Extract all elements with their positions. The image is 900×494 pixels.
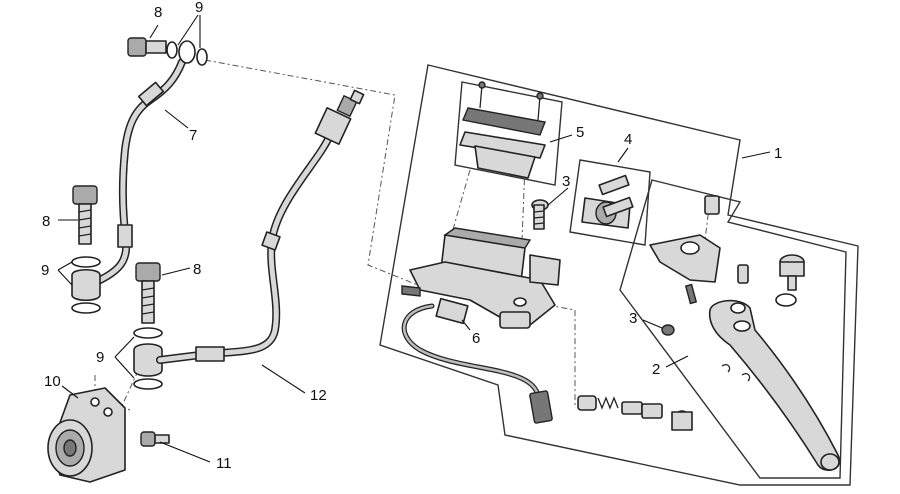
handlebar-clamp xyxy=(581,174,634,229)
hose-upper xyxy=(96,40,208,284)
callout-9-top: 9 xyxy=(195,0,203,16)
adjuster-knob xyxy=(775,254,805,307)
callout-9-lower: 9 xyxy=(96,349,104,366)
callout-3-lower: 3 xyxy=(629,310,637,327)
assembly-line-slave-2 xyxy=(119,344,151,411)
cap-subframe xyxy=(454,81,563,186)
assembly-line-bolt xyxy=(704,199,711,241)
callout-4: 4 xyxy=(624,131,632,148)
leader-lines xyxy=(57,14,771,463)
callout-10: 10 xyxy=(44,373,61,390)
bolt-11 xyxy=(140,431,170,447)
washer-stack-lower xyxy=(133,327,163,390)
master-cylinder xyxy=(401,227,561,329)
bolt-3-upper xyxy=(531,199,549,230)
callout-9-left: 9 xyxy=(41,262,49,279)
callout-5: 5 xyxy=(576,124,584,141)
assembly-line-banjo-top xyxy=(204,59,431,291)
bolt-upper xyxy=(127,37,167,57)
assembly-line-cap-2 xyxy=(521,164,526,241)
callout-8-right: 8 xyxy=(193,261,201,278)
callout-1: 1 xyxy=(774,145,782,162)
clutch-lever xyxy=(708,299,841,471)
callout-8-left: 8 xyxy=(42,213,50,230)
callout-8-top: 8 xyxy=(154,4,162,21)
callout-3-upper: 3 xyxy=(562,173,570,190)
piston-kit xyxy=(577,395,693,431)
callout-6: 6 xyxy=(472,330,480,347)
assembly-frame xyxy=(379,64,859,486)
washer-stack-left xyxy=(71,256,101,314)
switch-wire xyxy=(401,297,553,424)
bolt-lower xyxy=(135,262,161,324)
callout-7: 7 xyxy=(189,127,197,144)
callout-12: 12 xyxy=(310,387,327,404)
lever-bracket xyxy=(649,195,749,336)
callout-2: 2 xyxy=(652,361,660,378)
callout-11: 11 xyxy=(216,455,232,472)
hose-long xyxy=(156,89,365,364)
clamp-subframe xyxy=(569,159,651,246)
slave-cylinder xyxy=(47,387,126,483)
bolt-left xyxy=(72,185,98,245)
reservoir-cap xyxy=(459,81,546,179)
lever-subframe xyxy=(619,179,847,479)
